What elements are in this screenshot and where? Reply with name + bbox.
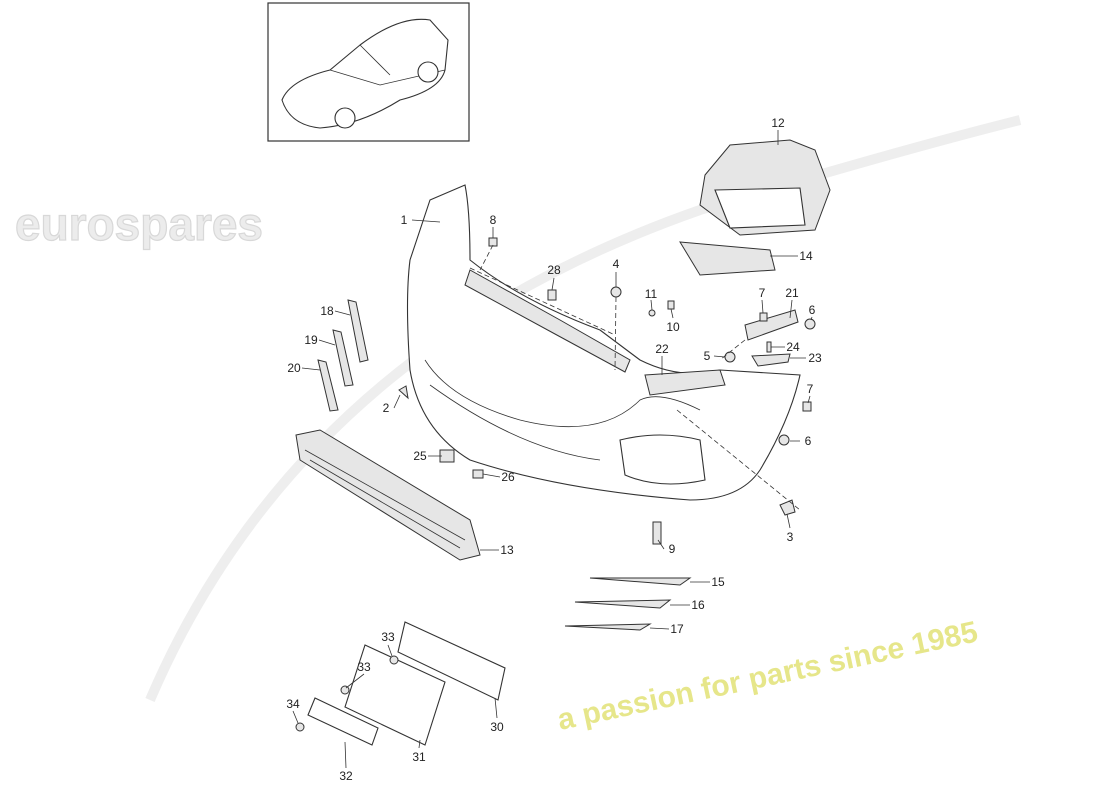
callout-23[interactable]: 23 (808, 351, 822, 365)
license-plate-32[interactable] (307, 697, 379, 746)
callout-7[interactable]: 7 (759, 286, 766, 300)
callout-12[interactable]: 12 (771, 116, 785, 130)
callout-30[interactable]: 30 (490, 720, 504, 734)
callout-4[interactable]: 4 (613, 257, 620, 271)
cover-23[interactable] (751, 353, 791, 367)
callout-24[interactable]: 24 (786, 340, 800, 354)
license-plate-31[interactable] (344, 644, 446, 746)
callout-21[interactable]: 21 (785, 286, 799, 300)
callout-8[interactable]: 8 (490, 213, 497, 227)
callout-13[interactable]: 13 (500, 543, 514, 557)
callout-28[interactable]: 28 (547, 263, 561, 277)
bracket-21[interactable] (744, 309, 799, 341)
callout-10[interactable]: 10 (666, 320, 680, 334)
callout-5[interactable]: 5 (704, 349, 711, 363)
callout-9[interactable]: 9 (669, 542, 676, 556)
callout-26[interactable]: 26 (501, 470, 515, 484)
callout-18[interactable]: 18 (320, 304, 334, 318)
leader-lines (292, 130, 813, 769)
strip-19[interactable] (332, 329, 354, 387)
callout-6b[interactable]: 6 (805, 434, 812, 448)
watermark-brand: eurospares (15, 198, 263, 250)
front-bumper[interactable] (406, 184, 801, 501)
callout-11[interactable]: 11 (645, 287, 658, 301)
callout-31[interactable]: 31 (412, 750, 426, 764)
strip-16[interactable] (574, 599, 672, 609)
callout-2[interactable]: 2 (383, 401, 390, 415)
callout-17[interactable]: 17 (670, 622, 684, 636)
callout-32[interactable]: 32 (339, 769, 353, 783)
strip-17[interactable] (564, 623, 652, 631)
callout-33a[interactable]: 33 (381, 630, 395, 644)
vehicle-thumbnail[interactable] (267, 2, 470, 142)
callout-1[interactable]: 1 (401, 213, 408, 227)
callout-14[interactable]: 14 (799, 249, 813, 263)
callout-3[interactable]: 3 (787, 530, 794, 544)
callout-labels: 1 8 28 4 11 10 12 14 7 21 6 24 23 5 22 1… (286, 116, 822, 783)
grille-14[interactable] (679, 241, 776, 276)
callout-6[interactable]: 6 (809, 303, 816, 317)
callout-34[interactable]: 34 (286, 697, 300, 711)
bumper-bracket-upper[interactable] (464, 269, 631, 373)
callout-19[interactable]: 19 (304, 333, 318, 347)
small-fasteners (295, 237, 816, 732)
callout-20[interactable]: 20 (287, 361, 301, 375)
callout-33b[interactable]: 33 (357, 660, 371, 674)
callout-16[interactable]: 16 (691, 598, 705, 612)
license-plate-30[interactable] (397, 621, 506, 701)
strip-15[interactable] (589, 577, 692, 586)
lower-grille-13[interactable] (295, 429, 481, 561)
callout-22[interactable]: 22 (655, 342, 669, 356)
callout-25[interactable]: 25 (413, 449, 427, 463)
strip-20[interactable] (317, 359, 339, 412)
strip-18[interactable] (347, 299, 369, 363)
bumper-bracket-22[interactable] (644, 369, 726, 396)
callout-15[interactable]: 15 (711, 575, 725, 589)
watermark-tagline: a passion for parts since 1985 (555, 615, 981, 736)
callout-7b[interactable]: 7 (807, 382, 814, 396)
